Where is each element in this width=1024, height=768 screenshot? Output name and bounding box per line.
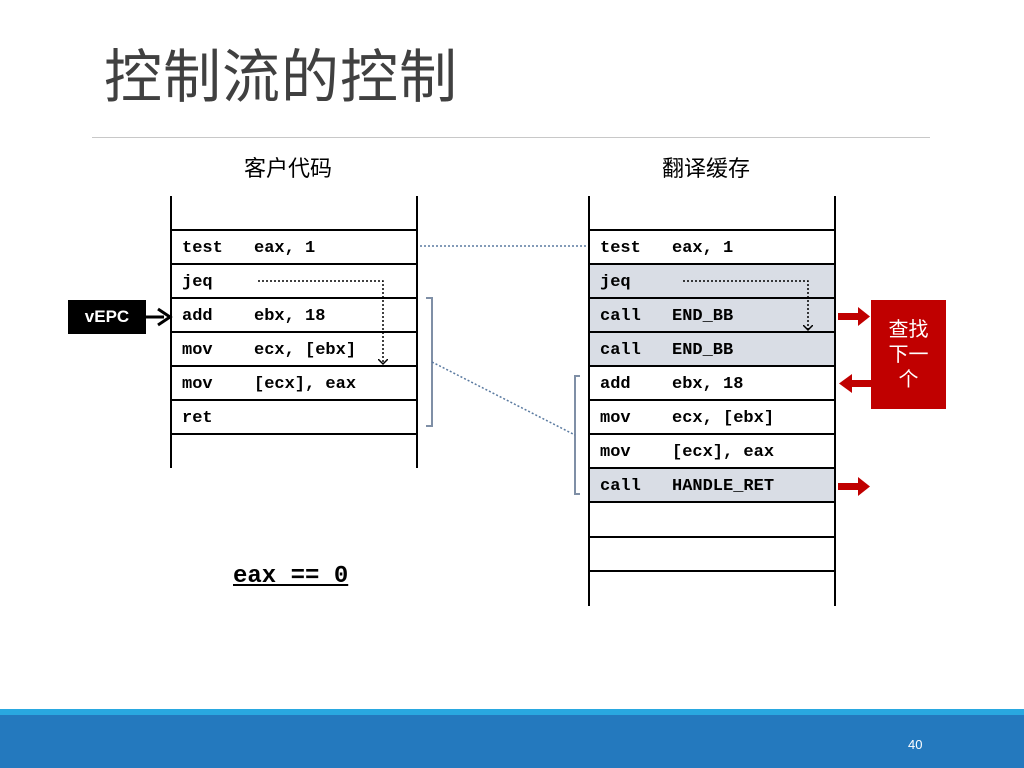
cache-row-divider xyxy=(588,501,836,503)
opcode: mov xyxy=(600,442,631,462)
cache-instruction-row: mov ecx, [ebx] xyxy=(590,401,834,435)
footer-bar xyxy=(0,715,1024,768)
condition-label: eax == 0 xyxy=(233,563,349,590)
cache-row-divider xyxy=(588,229,836,231)
translation-cache-header: 翻译缓存 xyxy=(662,157,751,182)
cache-row-divider xyxy=(588,263,836,265)
opcode: jeq xyxy=(600,272,631,292)
opcode: jeq xyxy=(182,272,213,292)
guest-row-divider xyxy=(170,365,418,367)
guest-row-divider xyxy=(170,229,418,231)
guest-code-header: 客户代码 xyxy=(244,157,333,182)
guest-instruction-row: jeq xyxy=(172,265,416,299)
guest-row-divider xyxy=(170,399,418,401)
page-number: 40 xyxy=(908,737,923,752)
lookup-next-box: 查找下一个 xyxy=(871,300,946,409)
cache-row-divider xyxy=(588,536,836,538)
cache-instruction-row: call END_BB xyxy=(590,299,834,333)
cache-table-left-border xyxy=(588,196,590,606)
opcode: mov xyxy=(182,340,213,360)
opcode: mov xyxy=(182,374,213,394)
slide-title: 控制流的控制 xyxy=(104,43,459,111)
opcode: call xyxy=(600,306,641,326)
cache-instruction-row: mov [ecx], eax xyxy=(590,435,834,469)
cache-row-divider xyxy=(588,365,836,367)
guest-row-divider xyxy=(170,331,418,333)
guest-row-divider xyxy=(170,263,418,265)
cache-instruction-row: add ebx, 18 xyxy=(590,367,834,401)
cache-instruction-row: call END_BB xyxy=(590,333,834,367)
cache-jump-arrow xyxy=(683,280,808,330)
operands: END_BB xyxy=(672,340,734,360)
guest-jump-arrow xyxy=(258,280,383,364)
opcode: test xyxy=(182,238,223,258)
cache-instruction-row: jeq xyxy=(590,265,834,299)
operands: ebx, 18 xyxy=(254,306,326,326)
cache-instruction-row: call HANDLE_RET xyxy=(590,469,834,503)
cache-instruction-row: test eax, 1 xyxy=(590,231,834,265)
vepc-label: vEPC xyxy=(68,300,146,334)
operands: [ecx], eax xyxy=(254,374,357,394)
operands: ecx, [ebx] xyxy=(254,340,357,360)
opcode: call xyxy=(600,340,641,360)
red-arrow-return-add xyxy=(839,374,872,393)
cache-row-divider xyxy=(588,399,836,401)
opcode: test xyxy=(600,238,641,258)
cache-block-bracket xyxy=(574,375,580,495)
red-arrow-call-end-bb xyxy=(838,307,870,326)
guest-instruction-row: test eax, 1 xyxy=(172,231,416,265)
guest-instruction-row: mov ecx, [ebx] xyxy=(172,333,416,367)
operands: eax, 1 xyxy=(672,238,734,258)
guest-row-divider xyxy=(170,297,418,299)
cache-row-highlight xyxy=(590,265,834,299)
operands: END_BB xyxy=(672,306,734,326)
vepc-arrow xyxy=(146,307,173,327)
guest-block-bracket xyxy=(426,297,433,427)
cache-row-divider xyxy=(588,467,836,469)
opcode: call xyxy=(600,476,641,496)
operands: eax, 1 xyxy=(254,238,316,258)
guest-row-divider xyxy=(170,433,418,435)
opcode: ret xyxy=(182,408,213,428)
block-connector xyxy=(431,361,576,436)
guest-instruction-row: ret xyxy=(172,401,416,435)
cache-row-divider xyxy=(588,331,836,333)
operands: [ecx], eax xyxy=(672,442,775,462)
cache-row-divider xyxy=(588,297,836,299)
title-divider xyxy=(92,137,930,138)
red-arrow-handle-ret xyxy=(838,477,870,496)
guest-instruction-row: add ebx, 18 xyxy=(172,299,416,333)
guest-instruction-row: mov [ecx], eax xyxy=(172,367,416,401)
operands: ecx, [ebx] xyxy=(672,408,775,428)
footer-accent-stripe xyxy=(0,709,1024,715)
lookup-next-label: 查找下一个 xyxy=(888,317,929,391)
cache-row-highlight xyxy=(590,299,834,333)
operands: HANDLE_RET xyxy=(672,476,775,496)
cache-table-right-border xyxy=(834,196,836,606)
opcode: add xyxy=(600,374,631,394)
operands: ebx, 18 xyxy=(672,374,744,394)
cache-row-divider xyxy=(588,570,836,572)
opcode: add xyxy=(182,306,213,326)
opcode: mov xyxy=(600,408,631,428)
cache-row-highlight xyxy=(590,333,834,367)
cache-row-divider xyxy=(588,433,836,435)
cache-row-highlight xyxy=(590,469,834,503)
